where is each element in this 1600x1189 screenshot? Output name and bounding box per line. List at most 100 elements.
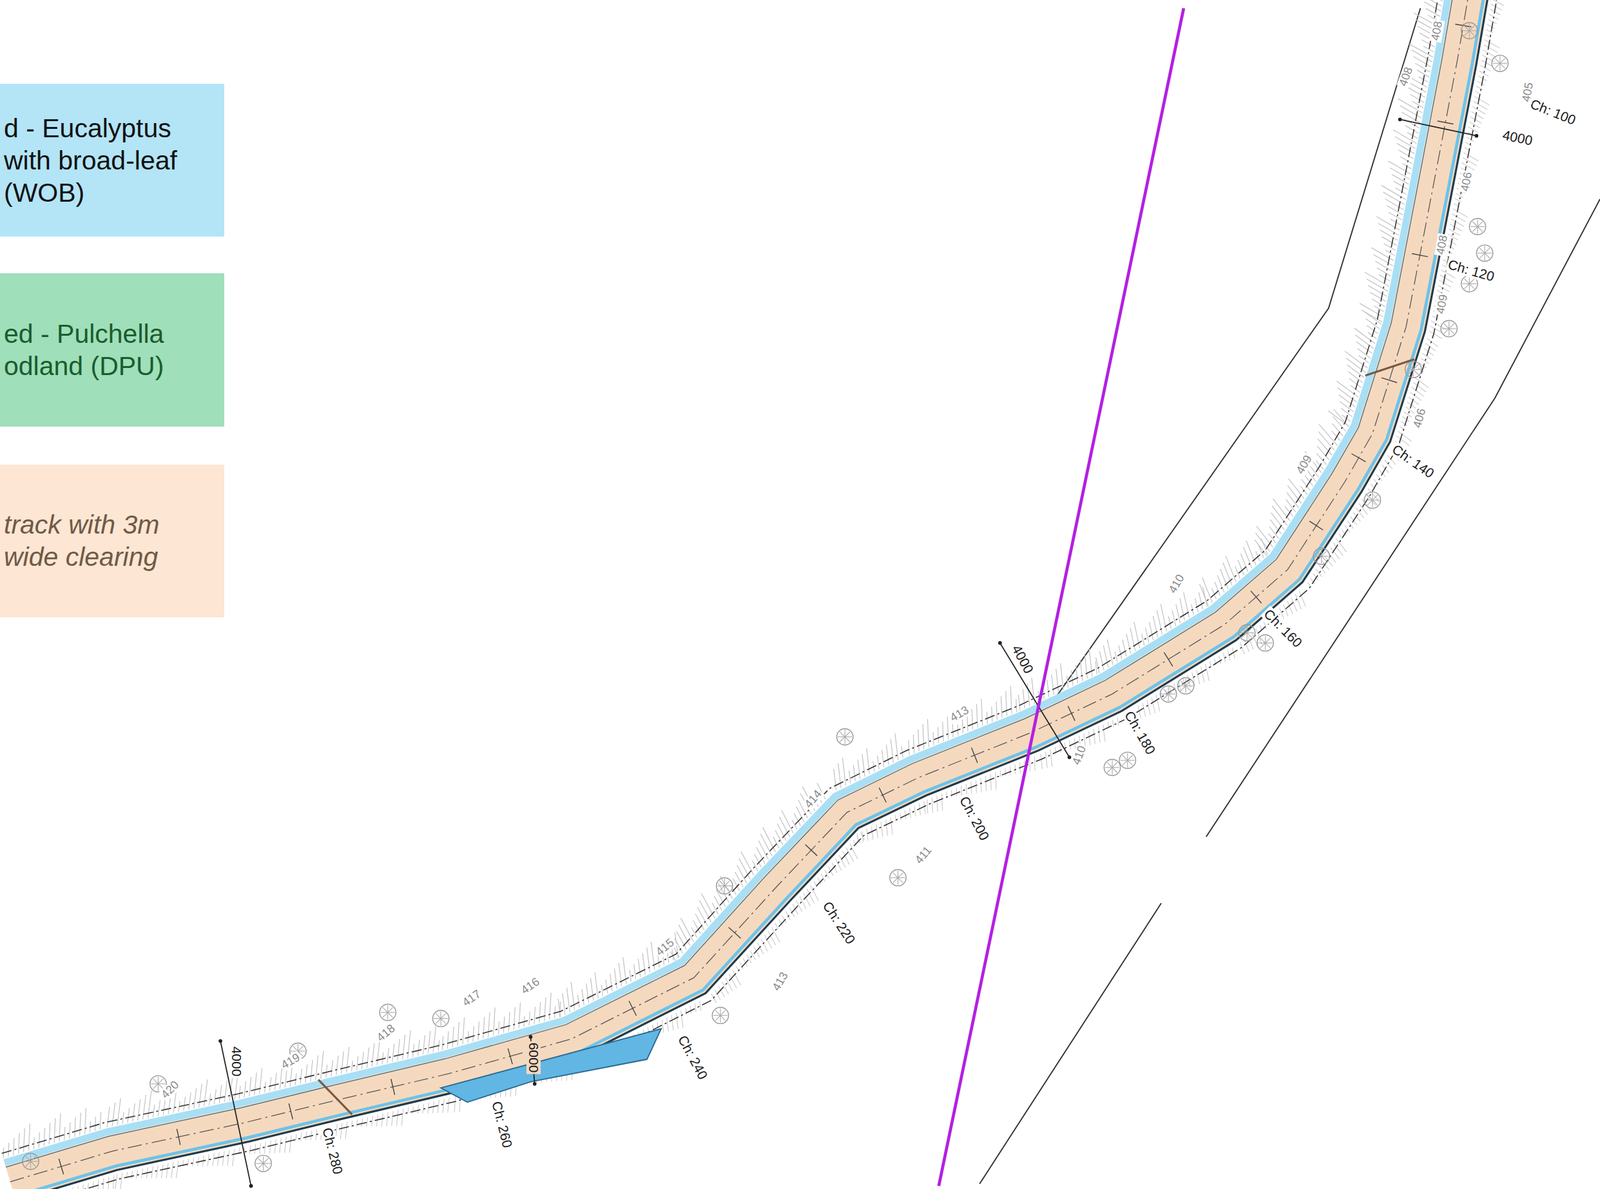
contour-hatch (605, 979, 608, 994)
contour-hatch (183, 1096, 186, 1111)
contour-hatch (539, 1002, 541, 1023)
contour-hatch (1491, 0, 1504, 6)
contour-hatch (1156, 610, 1162, 635)
contour-hatch (990, 773, 992, 791)
contour-hatch (1004, 768, 1006, 776)
contour-hatch (1470, 116, 1482, 124)
contour-hatch (371, 1042, 375, 1067)
chainage-tick (58, 1158, 64, 1175)
dimension-end (532, 1081, 537, 1086)
contour-hatch (1272, 505, 1288, 526)
contour-hatch (222, 1150, 225, 1166)
contour-hatch (956, 787, 958, 796)
contour-hatch (534, 1006, 536, 1024)
contour-hatch (824, 869, 830, 879)
contour-hatch (1219, 655, 1222, 664)
contour-hatch (176, 1160, 179, 1178)
contour-hatch (936, 795, 938, 812)
contour-hatch (1075, 665, 1078, 684)
contour-hatch (7, 1142, 10, 1157)
chainage-tick (1351, 453, 1367, 463)
contour-hatch (610, 973, 613, 992)
contour-hatch (1411, 101, 1423, 108)
contour-hatch (775, 923, 779, 930)
tree-symbol (1103, 759, 1120, 776)
contour-hatch (442, 1036, 443, 1051)
chainage-tick (1250, 590, 1262, 604)
contour-hatch (980, 777, 982, 792)
contour-hatch (43, 1127, 45, 1146)
contour-hatch (1471, 111, 1484, 119)
contour-hatch (217, 1152, 220, 1167)
contour-hatch (207, 1154, 209, 1166)
contour-hatch (1141, 633, 1145, 646)
contour-hatch (113, 1175, 115, 1189)
contour-hatch (1122, 639, 1127, 657)
contour-hatch (1149, 621, 1154, 640)
contour-hatch (407, 1030, 412, 1059)
contour-hatch (1375, 260, 1392, 271)
contour-hatch (171, 1161, 174, 1178)
contour-hatch (529, 1011, 530, 1026)
contour-hatch (951, 789, 953, 798)
contour-hatch (1398, 98, 1423, 113)
contour-hatch (962, 719, 964, 734)
contour-hatch (1286, 492, 1299, 508)
contour-hatch (985, 775, 987, 791)
contour-hatch (890, 739, 894, 763)
contour-hatch (115, 1174, 118, 1189)
contour-hatch (452, 1026, 454, 1048)
contour-hatch (676, 931, 687, 950)
contour-hatch (413, 1043, 415, 1057)
contour-hatch (320, 1050, 324, 1079)
contour-hatch (634, 963, 637, 979)
contour-hatch (1287, 485, 1302, 504)
contour-hatch (13, 1137, 15, 1156)
contour-hatch (1408, 396, 1419, 405)
contour-label: 411 (911, 842, 935, 867)
contour-hatch (1288, 478, 1305, 500)
contour-hatch (447, 1031, 449, 1049)
contour-hatch (1103, 724, 1106, 742)
contour-hatch (1466, 137, 1475, 142)
legend-text: track with 3m wide clearing (0, 508, 225, 573)
contour-hatch (971, 708, 973, 730)
contour-hatch (1130, 627, 1136, 651)
contour-hatch (1196, 669, 1200, 685)
contour-hatch (1079, 659, 1083, 681)
contour-hatch (1487, 24, 1495, 29)
contour-hatch (849, 843, 858, 859)
contour-hatch (558, 998, 561, 1017)
boundary-line (979, 903, 1162, 1184)
contour-hatch (264, 1141, 267, 1154)
contour-hatch (991, 706, 993, 722)
contour-hatch (909, 808, 912, 818)
clearing-edge (14, 0, 1485, 1189)
contour-hatch (503, 1016, 505, 1033)
contour-hatch (750, 950, 756, 961)
contour-hatch (442, 1098, 444, 1113)
contour-hatch (1318, 431, 1335, 451)
contour-hatch (927, 719, 929, 748)
contour-hatch (1413, 56, 1432, 68)
contour-hatch (931, 797, 933, 813)
contour-hatch (1420, 0, 1443, 2)
contour-hatch (305, 1131, 307, 1140)
contour-hatch (1425, 343, 1436, 352)
contour-hatch (107, 1176, 109, 1189)
contour-hatch (1050, 749, 1053, 767)
contour-label: 417 (458, 986, 484, 1010)
contour-hatch (1045, 751, 1048, 768)
tree-symbol (1313, 547, 1330, 564)
contour-hatch (671, 1014, 674, 1030)
contour-hatch (918, 729, 919, 752)
chainage-tick (288, 1103, 293, 1120)
contour-hatch (493, 1007, 496, 1036)
contour-hatch (882, 750, 885, 768)
contour-hatch (690, 1005, 691, 1014)
tree-symbol (1238, 624, 1255, 641)
contour-hatch (137, 1099, 141, 1121)
contour-hatch (152, 1104, 155, 1118)
chainage-tick (728, 927, 742, 939)
